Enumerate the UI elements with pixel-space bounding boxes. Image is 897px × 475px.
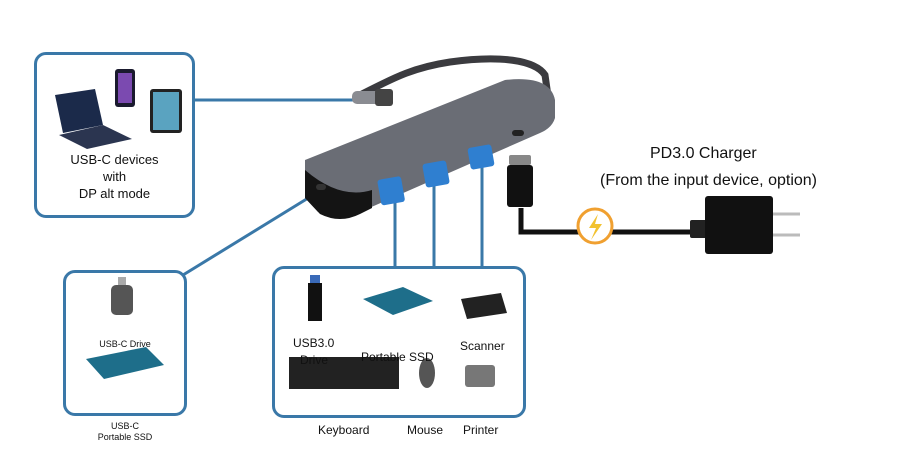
power-cable [518,208,710,235]
portable-ssd-label: Portable SSD [361,350,434,364]
usb-port-3-icon [467,144,495,170]
source-label-line-1: USB-C devices [70,152,159,167]
usb3-drive-label-1: USB3.0 [293,336,335,350]
laptop-icon [55,89,103,133]
source-label-line-2: with [102,169,127,184]
portable-ssd-icon [363,287,433,315]
printer-icon [465,365,495,387]
hub-cable [358,55,552,99]
usb-c-data-port-icon [316,184,326,190]
usb-c-drive-label: USB-C Drive [99,339,151,349]
usb-c-ssd-label-1: USB-C [110,421,139,431]
scanner-icon [461,293,507,319]
usb-c-drive-icon [111,285,133,315]
usb-c-ssd-label-2: Portable SSD [97,432,153,442]
portable-ssd-icon [86,347,164,379]
scanner-label: Scanner [460,339,505,353]
usb-drive-icon [308,283,322,321]
source-label-line-3: DP alt mode [78,186,151,201]
lightning-icon [589,214,602,240]
keyboard-icon [289,357,399,389]
usb-drive-cap [310,275,320,285]
pd-plug-tip [509,155,531,165]
usb-c-port-box: USB-C Drive [63,270,187,416]
hub-body [305,79,555,218]
printer-label: Printer [463,423,499,437]
usb-c-plug [352,91,382,104]
line-usbc-port [182,190,319,277]
source-devices-box: USB-C devices with DP alt mode [34,52,195,218]
usb3-drive-label-2: Drive [300,353,329,367]
source-device-icons [55,69,182,149]
usb-port-2-icon [422,160,450,188]
usb3-ports-box: USB3.0 Drive Portable SSD Scanner [272,266,526,418]
usb-port-1-icon [377,176,405,206]
keyboard-label: Keyboard [318,423,370,437]
charger-adapter-icon [705,196,773,254]
usb-c-pd-port-icon [512,130,524,136]
mouse-icon [419,358,435,388]
pd-plug [507,165,533,207]
charger-title: PD3.0 Charger [650,145,757,162]
usb-c-drive-tip [118,277,126,285]
charger-subtitle: (From the input device, option) [600,172,817,189]
mouse-label: Mouse [407,423,444,437]
